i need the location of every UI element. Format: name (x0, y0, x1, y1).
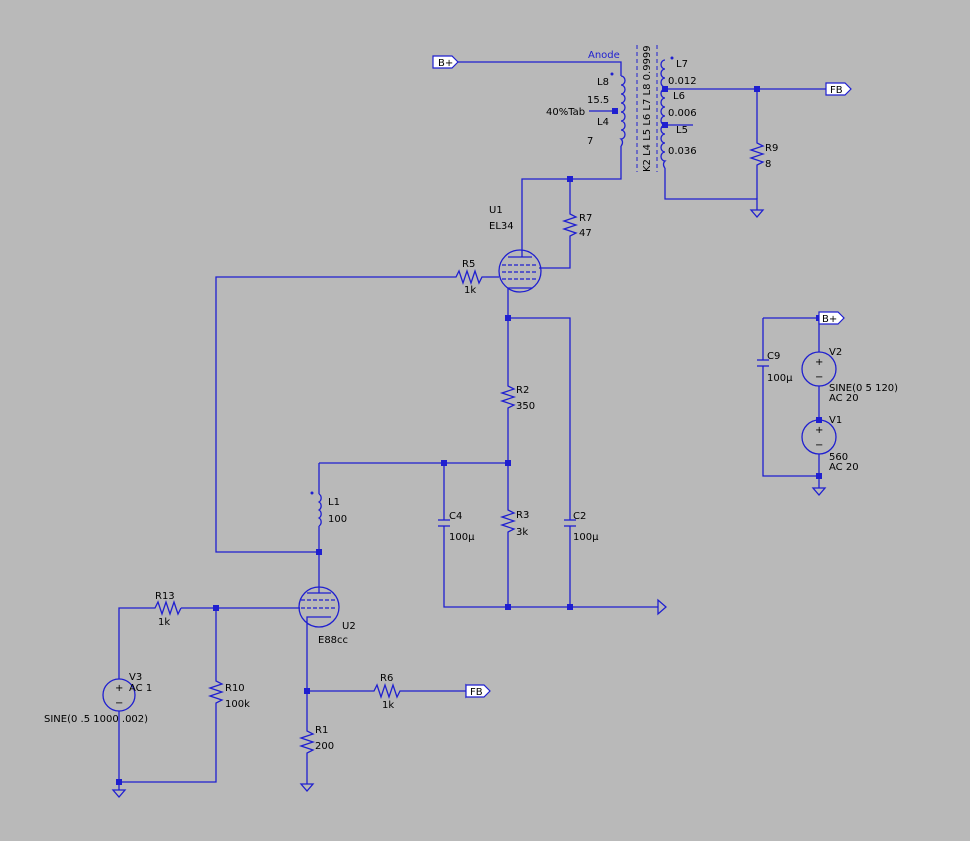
v2-value2: AC 20 (829, 393, 859, 404)
v2-value1: SINE(0 5 120) (829, 383, 898, 394)
source-v3: + − V3 AC 1 SINE(0 .5 1000 .002) (44, 672, 152, 725)
v1-plus: + (815, 425, 823, 436)
l4-value: 7 (587, 136, 593, 147)
r6-ref: R6 (380, 673, 393, 684)
net-flag-fb-secondary: FB (825, 82, 852, 96)
source-v1: + − V1 560 AC 20 (801, 415, 859, 473)
l8-value: 15.5 (587, 95, 609, 106)
r3-ref: R3 (516, 510, 529, 521)
r10-value: 100k (225, 699, 250, 710)
v3-value2: SINE(0 .5 1000 .002) (44, 714, 148, 725)
ground-arrow-main (657, 598, 667, 616)
ground-input (111, 789, 127, 798)
l6-value: 0.006 (668, 108, 697, 119)
r9-value: 8 (765, 159, 771, 170)
r13-ref: R13 (155, 591, 175, 602)
capacitor-c9: C9 100µ (757, 351, 793, 384)
resistor-r7: R7 47 (561, 210, 592, 240)
ground-supply (811, 487, 827, 496)
coupling-label: K2 L4 L5 L6 L7 L8 0.9999 (642, 45, 653, 172)
resistor-r6: R6 1k (370, 673, 404, 711)
r1-value: 200 (315, 741, 334, 752)
l7-value: 0.012 (668, 76, 697, 87)
net-label-tab: 40%Tab (546, 107, 585, 118)
r7-ref: R7 (579, 213, 592, 224)
r9-ref: R9 (765, 143, 778, 154)
v1-value1: 560 (829, 452, 848, 463)
c2-ref: C2 (573, 511, 586, 522)
tube-u2: U2 E88cc (298, 586, 356, 646)
r7-value: 47 (579, 228, 592, 239)
net-label-fb: FB (830, 85, 843, 96)
capacitor-c2: C2 100µ (564, 511, 599, 543)
l1-ref: L1 (328, 497, 340, 508)
l7-ref: L7 (676, 59, 688, 70)
capacitor-c4: C4 100µ (438, 511, 475, 543)
v3-minus: − (115, 698, 123, 709)
inductor-l1: L1 100 (310, 491, 347, 527)
resistor-r1: R1 200 (298, 725, 334, 760)
net-label-anode: Anode (588, 50, 620, 61)
junction-dots (116, 86, 822, 785)
r2-value: 350 (516, 401, 535, 412)
u2-value: E88cc (318, 635, 348, 646)
resistor-r2: R2 350 (499, 382, 535, 416)
tube-u1: U1 EL34 (489, 205, 542, 298)
l5-ref: L5 (676, 125, 688, 136)
r1-ref: R1 (315, 725, 328, 736)
v2-ref: V2 (829, 347, 842, 358)
source-v2: + − V2 SINE(0 5 120) AC 20 (801, 347, 898, 404)
c9-ref: C9 (767, 351, 780, 362)
v1-ref: V1 (829, 415, 842, 426)
l4-ref: L4 (597, 117, 609, 128)
r10-ref: R10 (225, 683, 245, 694)
c2-value: 100µ (573, 532, 599, 543)
v1-value2: AC 20 (829, 462, 859, 473)
l6-ref: L6 (673, 91, 685, 102)
output-transformer: K2 L4 L5 L6 L7 L8 0.9999 L8 15.5 L4 7 L7… (587, 45, 697, 172)
v3-plus: + (115, 683, 123, 694)
u1-value: EL34 (489, 221, 514, 232)
u1-ref: U1 (489, 205, 503, 216)
net-flag-bplus-supply: B+ (818, 311, 845, 325)
r2-ref: R2 (516, 385, 529, 396)
resistor-r5: R5 1k (452, 259, 486, 296)
v1-minus: − (815, 440, 823, 451)
v2-minus: − (815, 372, 823, 383)
r3-value: 3k (516, 527, 528, 538)
net-flag-bplus-top: B+ (432, 55, 459, 69)
c9-value: 100µ (767, 373, 793, 384)
net-label-bplus: B+ (438, 58, 453, 69)
v2-plus: + (815, 357, 823, 368)
c4-value: 100µ (449, 532, 475, 543)
ground-cathode (299, 783, 315, 792)
wires (118, 61, 826, 790)
resistor-r10: R10 100k (207, 676, 250, 712)
v3-ref: V3 (129, 672, 142, 683)
v3-value1: AC 1 (129, 683, 152, 694)
net-flag-fb-input: FB (465, 683, 491, 699)
l5-value: 0.036 (668, 146, 697, 157)
resistor-r13: R13 1k (151, 591, 182, 628)
ground-secondary (749, 209, 765, 218)
r5-ref: R5 (462, 259, 475, 270)
ground-symbols (111, 209, 827, 798)
net-label-fb-2: FB (470, 687, 483, 698)
net-label-bplus-2: B+ (822, 314, 837, 325)
r5-value: 1k (464, 285, 476, 296)
resistor-r9: R9 8 (748, 138, 778, 170)
c4-ref: C4 (449, 511, 462, 522)
r6-value: 1k (382, 700, 394, 711)
l8-ref: L8 (597, 77, 609, 88)
l1-value: 100 (328, 514, 347, 525)
r13-value: 1k (158, 617, 170, 628)
resistor-r3: R3 3k (499, 505, 529, 540)
u2-ref: U2 (342, 621, 356, 632)
